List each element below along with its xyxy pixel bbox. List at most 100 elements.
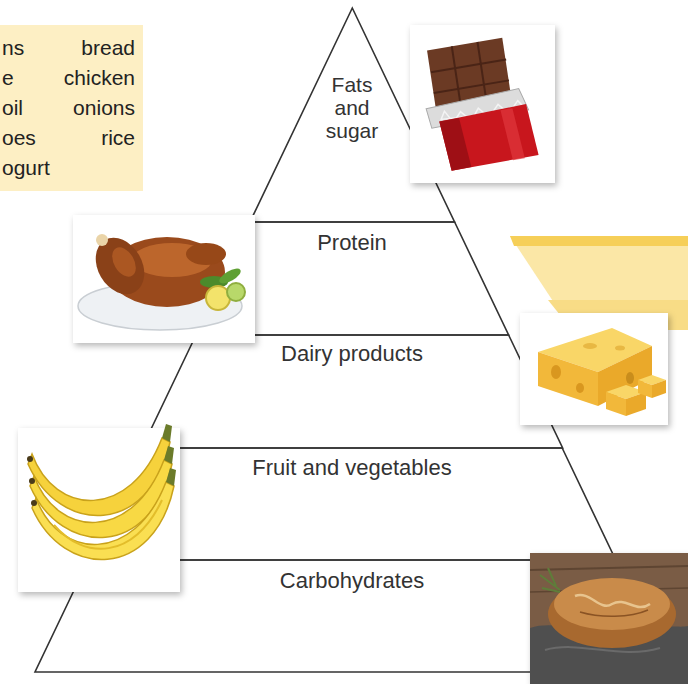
banana-photo	[18, 428, 180, 592]
word-fragment: oil onions	[2, 93, 135, 123]
band-outline	[196, 222, 509, 335]
bread-photo	[530, 656, 688, 660]
bread-photo	[530, 588, 688, 592]
band-outline	[88, 448, 616, 560]
bread-photo	[580, 610, 648, 616]
cheese-photo	[626, 392, 646, 416]
cheese-photo	[652, 380, 666, 398]
pyramid-band: Fats and sugar	[250, 8, 455, 222]
banana-photo	[54, 500, 162, 549]
chicken-photo	[78, 282, 242, 330]
yellow-strip	[510, 236, 688, 330]
band-label: Fruit and vegetables	[252, 455, 451, 481]
bread-photo	[530, 566, 688, 570]
bread-photo	[530, 553, 688, 684]
band-label: Protein	[317, 230, 387, 256]
banana-photo	[166, 468, 176, 486]
band-outline	[250, 8, 455, 222]
banana-photo	[32, 482, 174, 560]
chocolate-photo	[440, 100, 527, 123]
chocolate-photo	[477, 42, 487, 106]
cheese-photo	[583, 343, 597, 349]
chicken-photo	[109, 237, 225, 307]
cheese-photo	[538, 328, 652, 372]
bread-photo	[575, 595, 650, 607]
cheese-photo	[576, 383, 584, 393]
pyramid-band: Fruit and vegetables	[88, 448, 616, 560]
chocolate-photo	[430, 60, 506, 73]
cheese-photo	[606, 392, 626, 416]
pyramid-band: Dairy products	[142, 335, 563, 448]
chicken-photo	[206, 286, 230, 310]
label-slot: Fats and sugar	[250, 73, 455, 142]
banana-photo	[29, 478, 35, 484]
banana-photo	[27, 424, 172, 516]
yellow-strip	[510, 236, 688, 330]
bread-photo	[540, 568, 560, 592]
bread-photo	[548, 580, 676, 648]
band-outline	[35, 560, 670, 672]
word-fragment: ogurt	[2, 153, 135, 183]
chicken-photo	[132, 243, 212, 277]
banana-photo	[29, 446, 174, 538]
chocolate-photo	[439, 117, 471, 171]
chicken-photo	[86, 229, 154, 303]
chocolate-photo	[425, 88, 529, 129]
band-label: Carbohydrates	[280, 568, 424, 594]
band-outline	[142, 335, 563, 448]
word-box: ns breade chickenoil onionsoes riceogurt	[0, 25, 143, 191]
label-slot: Carbohydrates	[35, 568, 670, 594]
label-slot: Protein	[196, 230, 509, 256]
cheese-photo	[551, 365, 561, 379]
label-slot: Dairy products	[142, 341, 563, 367]
cheese-photo	[538, 352, 598, 406]
chocolate-photo	[421, 36, 540, 173]
chicken-photo	[107, 243, 140, 281]
banana-photo	[30, 460, 172, 538]
cheese-photo	[615, 346, 625, 351]
chocolate-photo	[433, 80, 509, 93]
cheese-photo	[638, 380, 652, 398]
chocolate-photo	[438, 103, 539, 171]
pyramid-band: Protein	[196, 222, 509, 335]
banana-photo	[31, 468, 176, 560]
chicken-photo	[73, 215, 255, 343]
word-fragment: oes rice	[2, 123, 135, 153]
chicken-photo	[73, 215, 255, 343]
cheese-photo	[626, 372, 634, 384]
word-fragment: e chicken	[2, 63, 135, 93]
pyramid-band: Carbohydrates	[35, 560, 670, 672]
label-slot: Fruit and vegetables	[88, 455, 616, 481]
bread-photo	[554, 578, 670, 630]
cheese-photo	[520, 313, 668, 425]
cheese-photo	[520, 313, 668, 425]
banana-photo	[31, 500, 37, 506]
band-label: Fats and sugar	[319, 73, 385, 142]
banana-photo	[162, 424, 172, 442]
yellow-strip	[548, 300, 688, 330]
cheese-photo	[606, 385, 646, 399]
chicken-photo	[200, 276, 228, 288]
banana-photo	[27, 456, 33, 462]
bread-photo	[545, 647, 660, 652]
band-label: Dairy products	[281, 341, 423, 367]
chocolate-photo	[410, 25, 555, 183]
bread-photo	[530, 553, 688, 684]
chicken-photo	[186, 243, 226, 265]
bread-photo	[530, 625, 688, 684]
cheese-photo	[598, 346, 652, 406]
chocolate-photo	[427, 37, 513, 114]
word-fragment: ns bread	[2, 33, 135, 63]
chicken-photo	[96, 234, 108, 246]
chocolate-photo	[500, 107, 524, 161]
chicken-photo	[217, 266, 243, 287]
chicken-photo	[227, 283, 245, 301]
chocolate-photo	[410, 25, 555, 183]
banana-photo	[164, 446, 174, 464]
cheese-photo	[638, 375, 666, 385]
chocolate-photo	[452, 46, 462, 110]
yellow-strip	[510, 236, 688, 246]
banana-photo	[18, 424, 180, 592]
banana-photo	[28, 438, 170, 516]
